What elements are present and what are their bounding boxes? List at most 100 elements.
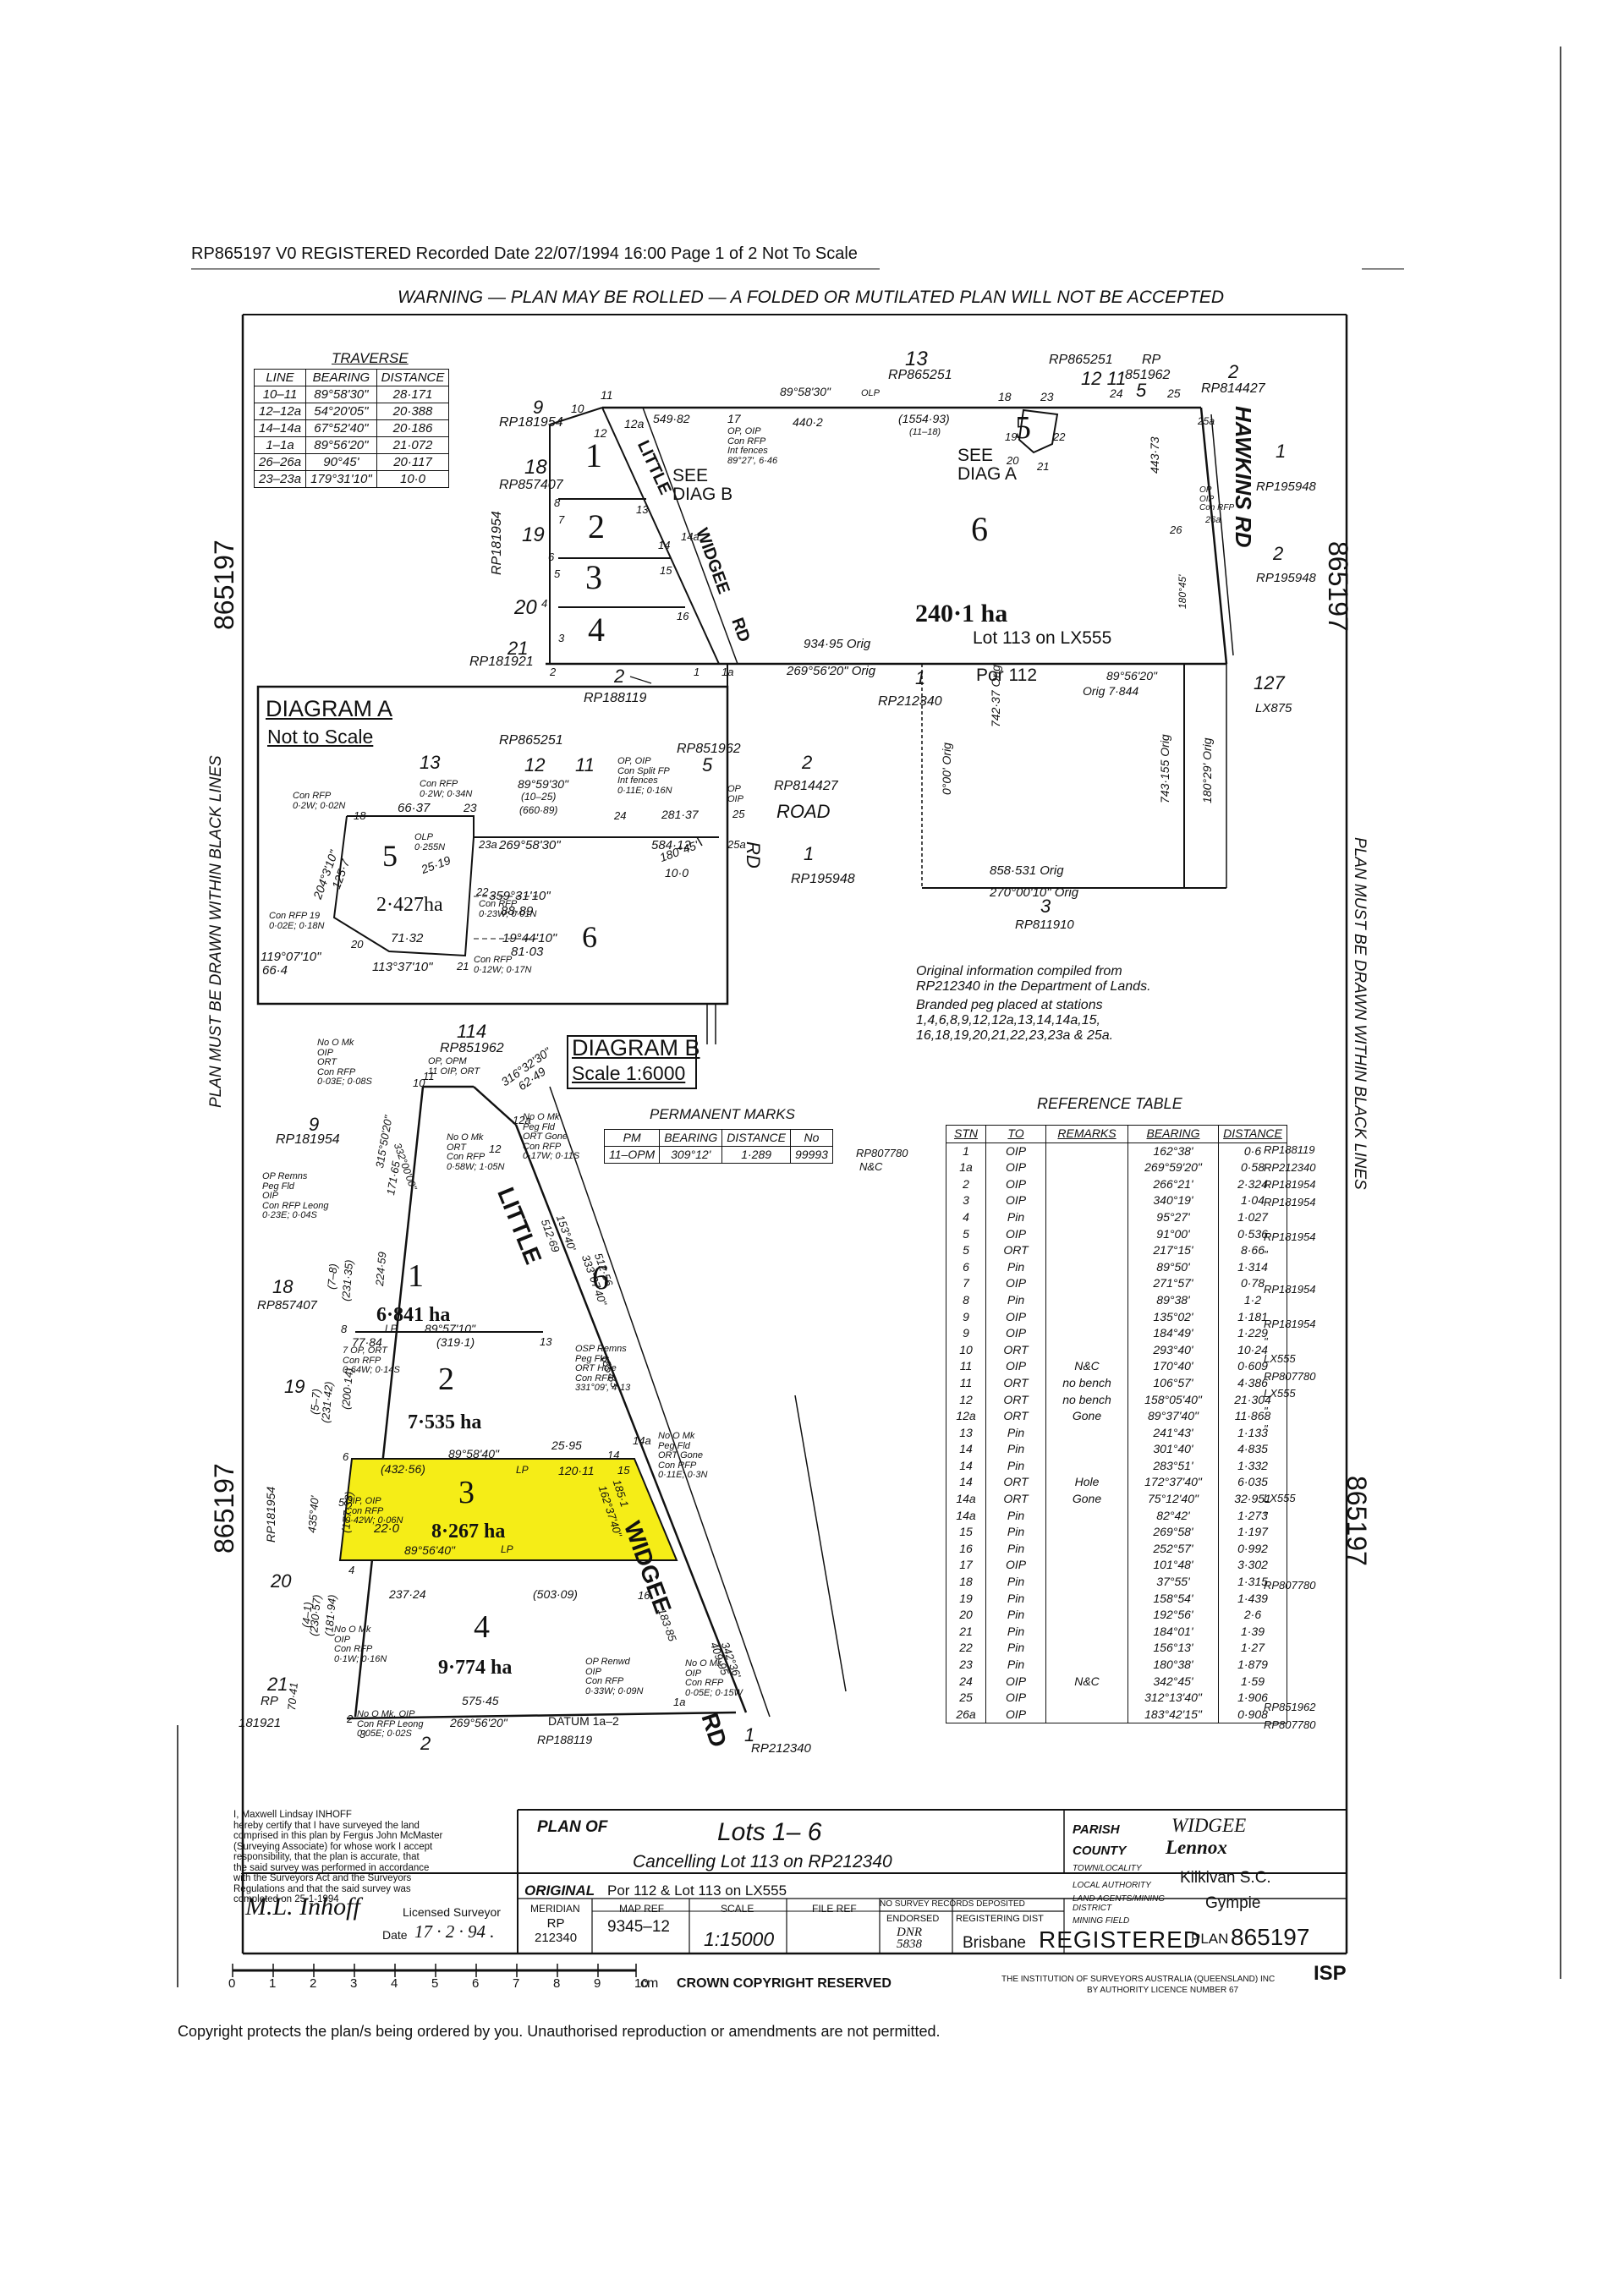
registering-dist-label: REGISTERING DIST — [956, 1914, 1044, 1924]
label-n2-right: 2 — [1273, 543, 1284, 564]
label-por112: Por 112 — [976, 666, 1037, 685]
reference-table-title: REFERENCE TABLE — [1037, 1095, 1182, 1112]
ruler-tick-label: 9 — [594, 1976, 601, 1991]
label-op26: OP OIP Con RFP — [1199, 485, 1235, 512]
original-label: ORIGINAL — [524, 1882, 595, 1899]
ruler-tick-label: 1 — [269, 1976, 277, 1991]
label-b89571: 89°57'10" — [425, 1322, 475, 1335]
label-lot4: 4 — [474, 1609, 490, 1645]
date-label: Date — [382, 1928, 408, 1942]
ruler-tick-label: 6 — [472, 1976, 480, 1991]
certificate-line: completed on 25-1-1994 — [233, 1894, 339, 1904]
diagram-a-subtitle: Not to Scale — [267, 726, 374, 748]
certificate-line: hereby certify that I have surveyed the … — [233, 1820, 420, 1831]
label-rp814427: RP814427 — [774, 779, 838, 793]
label-lx875: LX875 — [1255, 701, 1292, 715]
diagram-b-scale: Scale 1:6000 — [572, 1062, 686, 1084]
label-b7041: 70·41 — [285, 1681, 300, 1712]
label-rp851962: RP851962 — [440, 1041, 504, 1055]
label-n3: 3 — [359, 1728, 366, 1740]
label-conrfp3: Con RFP 0·23W; 0·01N — [479, 899, 537, 919]
label-rp195948: RP195948 — [791, 872, 855, 886]
label-n3: 3 — [1040, 896, 1051, 917]
label-rp865251-right: RP865251 — [1049, 353, 1113, 367]
label-n2-bottom: 2 — [614, 666, 625, 687]
reference-side-ref: RP851962 — [1264, 1701, 1316, 1714]
reference-side-ref: " — [1264, 1405, 1268, 1417]
label-b7132: 71·32 — [391, 931, 424, 945]
label-b89583: 89°58'30" — [780, 385, 831, 398]
original-value: Por 112 & Lot 113 on LX555 — [607, 1882, 787, 1899]
label-n12: 12 — [524, 754, 546, 775]
label-lp2: LP — [516, 1464, 529, 1476]
label-area1: 6·841 ha — [376, 1304, 451, 1326]
label-opm: OP, OPM 11 OIP, ORT — [428, 1056, 480, 1077]
meridian-value: RP 212340 — [535, 1916, 578, 1945]
label-b28137: 281·37 — [661, 808, 699, 821]
label-s20: 20 — [1007, 454, 1019, 467]
ruler-tick-label: 7 — [513, 1976, 520, 1991]
label-rp851962-top: 851962 — [1125, 368, 1171, 382]
diagram-b-title: DIAGRAM B — [572, 1035, 700, 1060]
county-value: Lennox — [1166, 1837, 1227, 1858]
label-rp811910: RP811910 — [1015, 918, 1074, 932]
label-b1025: (10–25) — [521, 791, 557, 803]
label-s14a: 14a — [681, 530, 700, 543]
ruler-tick-label: 3 — [350, 1976, 358, 1991]
label-b180452: 180°45' — [1177, 574, 1188, 609]
label-s21: 21 — [1037, 460, 1050, 473]
label-b89593: 89°59'30" — [518, 777, 568, 791]
registering-dist-value: Brisbane — [963, 1934, 1026, 1952]
th-bearing: BEARING — [305, 369, 377, 386]
warning-text: WARNING — PLAN MAY BE ROLLED — A FOLDED … — [398, 288, 1225, 307]
label-rp195948-a: RP195948 — [1256, 479, 1316, 494]
label-b270010: 270°00'10" Orig — [990, 885, 1079, 900]
label-s25a: 25a — [1198, 415, 1215, 427]
label-n5: 5 — [338, 1496, 345, 1509]
parish-value: WIDGEE — [1171, 1815, 1247, 1836]
surveyor-signature: M.L. Inhoff — [245, 1893, 360, 1921]
label-s19: 19 — [1005, 430, 1018, 443]
label-s26a: 26a — [1205, 515, 1221, 525]
certificate-line: with the Surveyors Act and the Surveyors — [233, 1873, 412, 1883]
label-conrfp21: Con RFP 0·12W; 0·17N — [474, 955, 532, 975]
label-rd: RD — [743, 841, 764, 869]
label-b44373: 443·73 — [1148, 436, 1161, 474]
label-s22: 22 — [1053, 430, 1066, 443]
plan-of-label: PLAN OF — [537, 1818, 608, 1836]
label-b57: (5–7) — [308, 1388, 323, 1416]
label-rp181954v: RP181954 — [264, 1486, 277, 1543]
label-rp857407: RP857407 — [257, 1298, 317, 1312]
reference-side-ref: " — [1264, 1509, 1268, 1522]
label-lot3: 3 — [585, 558, 602, 596]
label-n25a: 25a — [727, 838, 746, 851]
file-ref-label: FILE REF — [812, 1903, 857, 1915]
label-op: OP, OIP Con Split FP Int fences 0·11E; 0… — [617, 756, 672, 796]
label-b858531: 858·531 Orig — [990, 863, 1064, 878]
ruler-tick-label: 5 — [431, 1976, 439, 1991]
label-rp195948-b: RP195948 — [1256, 571, 1316, 585]
label-n114: 114 — [457, 1021, 487, 1042]
label-n10: 10 — [413, 1077, 425, 1089]
label-n13: 13 — [540, 1335, 552, 1348]
label-n19: 19 — [284, 1376, 305, 1397]
label-rp865251-top: RP865251 — [888, 368, 952, 382]
label-conrfp1: Con RFP 0·2W; 0·02N — [293, 791, 346, 811]
licensed-surveyor-label: Licensed Surveyor — [403, 1905, 501, 1919]
